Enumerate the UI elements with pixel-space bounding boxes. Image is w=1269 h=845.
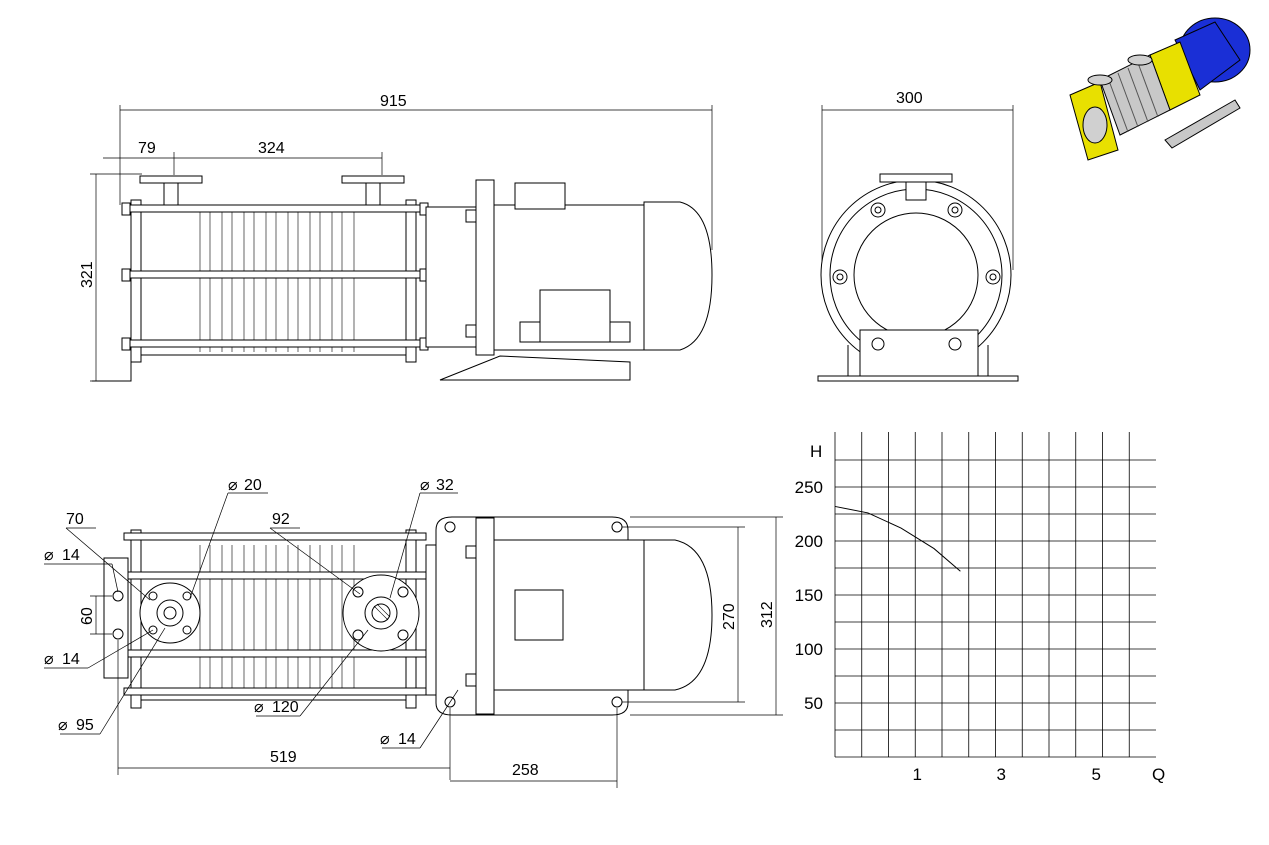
- chart-ylabel: H: [810, 442, 822, 461]
- front-view: 300: [817, 90, 1019, 382]
- chart-series: [834, 505, 961, 572]
- isometric-render: [1069, 17, 1251, 161]
- dim-dia-95: 95: [76, 717, 94, 734]
- dim-70: 70: [66, 511, 84, 528]
- dim-92: 92: [272, 511, 290, 528]
- side-view: 915 79 324 321: [79, 93, 713, 382]
- dim-dia-14c: 14: [398, 731, 416, 748]
- dim-60: 60: [79, 607, 96, 625]
- y-tick-label: 200: [795, 532, 823, 551]
- dim-300: 300: [896, 90, 923, 107]
- dim-312: 312: [759, 601, 776, 628]
- y-tick-label: 100: [795, 640, 823, 659]
- dim-dia-14b: 14: [62, 651, 80, 668]
- dim-dia-120: 120: [272, 699, 299, 716]
- dim-258: 258: [512, 762, 539, 779]
- dia-sym-14c: ⌀: [380, 731, 390, 748]
- dim-dia-14a: 14: [62, 547, 80, 564]
- dim-270: 270: [721, 603, 738, 630]
- dim-321: 321: [79, 261, 96, 288]
- dia-sym-95: ⌀: [58, 717, 68, 734]
- dim-79: 79: [138, 140, 156, 157]
- x-tick-label: 3: [997, 765, 1006, 784]
- chart-y-ticks: 250 200 150 100 50: [795, 478, 823, 713]
- dim-dia-20: 20: [244, 477, 262, 494]
- dim-519: 519: [270, 749, 297, 766]
- y-tick-label: 150: [795, 586, 823, 605]
- dia-sym-14a: ⌀: [44, 547, 54, 564]
- chart-x-ticks: 1 3 5: [913, 765, 1101, 784]
- chart-xlabel: Q: [1152, 765, 1165, 784]
- y-tick-label: 50: [804, 694, 823, 713]
- dia-sym-20: ⌀: [228, 477, 238, 494]
- y-tick-label: 250: [795, 478, 823, 497]
- dim-915: 915: [380, 93, 407, 110]
- dia-sym-14b: ⌀: [44, 651, 54, 668]
- dim-324: 324: [258, 140, 285, 157]
- dia-sym-32: ⌀: [420, 477, 430, 494]
- x-tick-label: 1: [913, 765, 922, 784]
- chart-grid: [834, 432, 1156, 758]
- dia-sym-120: ⌀: [254, 699, 264, 716]
- series-line: [834, 505, 961, 572]
- top-view: 519 258 270 312 60 ⌀ 20 ⌀ 32 70 92 ⌀ 14 …: [44, 477, 783, 788]
- performance-chart: H Q 250 200 150 100 50 1 3 5: [795, 432, 1165, 784]
- dim-dia-32: 32: [436, 477, 454, 494]
- x-tick-label: 5: [1092, 765, 1101, 784]
